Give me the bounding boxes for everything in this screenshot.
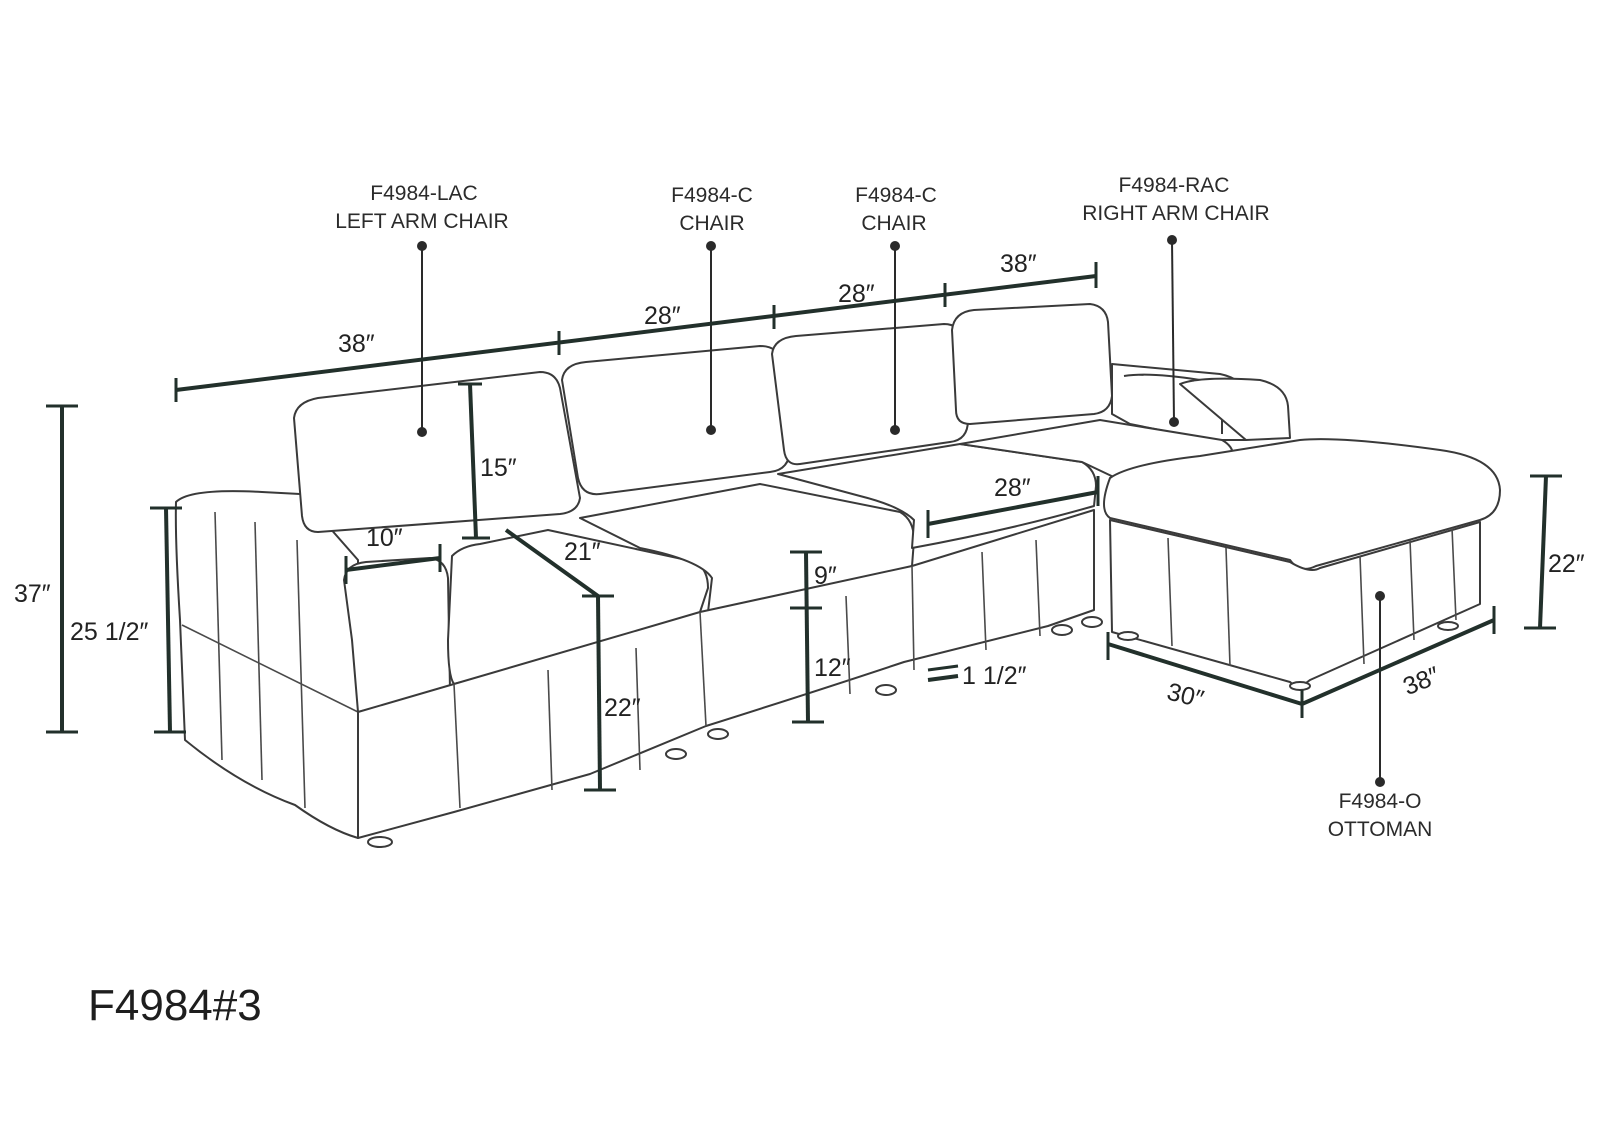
dim-chair1-width: 28″ (644, 302, 681, 330)
dim-seat-depth: 21″ (564, 538, 601, 566)
chair1-name-label: CHAIR (679, 212, 744, 235)
chair2-name-label: CHAIR (861, 212, 926, 235)
dim-rac-width: 38″ (1000, 250, 1037, 278)
part-labels: F4984-LAC LEFT ARM CHAIR F4984-C CHAIR F… (335, 174, 1432, 841)
ottoman-code-label: F4984-O (1339, 790, 1422, 813)
dim-arm-height: 25 1/2″ (70, 618, 149, 646)
chair2-code-label: F4984-C (855, 184, 937, 207)
dim-lac-width: 38″ (338, 330, 375, 358)
part-label-pins (417, 235, 1385, 787)
dimension-lines (46, 262, 1562, 792)
dim-seat-width: 28″ (994, 474, 1031, 502)
chair1-code-label: F4984-C (671, 184, 753, 207)
rac-code-label: F4984-RAC (1119, 174, 1230, 197)
dim-back-height: 15″ (480, 454, 517, 482)
lac-code-label: F4984-LAC (370, 182, 477, 205)
model-number: F4984#3 (88, 981, 262, 1030)
dim-chair2-width: 28″ (838, 280, 875, 308)
dim-ottoman-depth: 30″ (1164, 678, 1206, 714)
dim-overall-height: 37″ (14, 580, 51, 608)
dim-leg-height: 1 1/2″ (962, 662, 1027, 690)
dim-seat-height: 22″ (604, 694, 641, 722)
dim-cushion-height: 9″ (814, 562, 837, 590)
lac-name-label: LEFT ARM CHAIR (335, 210, 508, 233)
dim-ottoman-width: 38″ (1399, 661, 1444, 701)
dim-base-height: 12″ (814, 654, 851, 682)
sectional-sofa-drawing (174, 303, 1501, 848)
ottoman-name-label: OTTOMAN (1328, 818, 1433, 841)
rac-name-label: RIGHT ARM CHAIR (1082, 202, 1269, 225)
dim-arm-width: 10″ (366, 524, 403, 552)
dim-ottoman-height: 22″ (1548, 550, 1585, 578)
